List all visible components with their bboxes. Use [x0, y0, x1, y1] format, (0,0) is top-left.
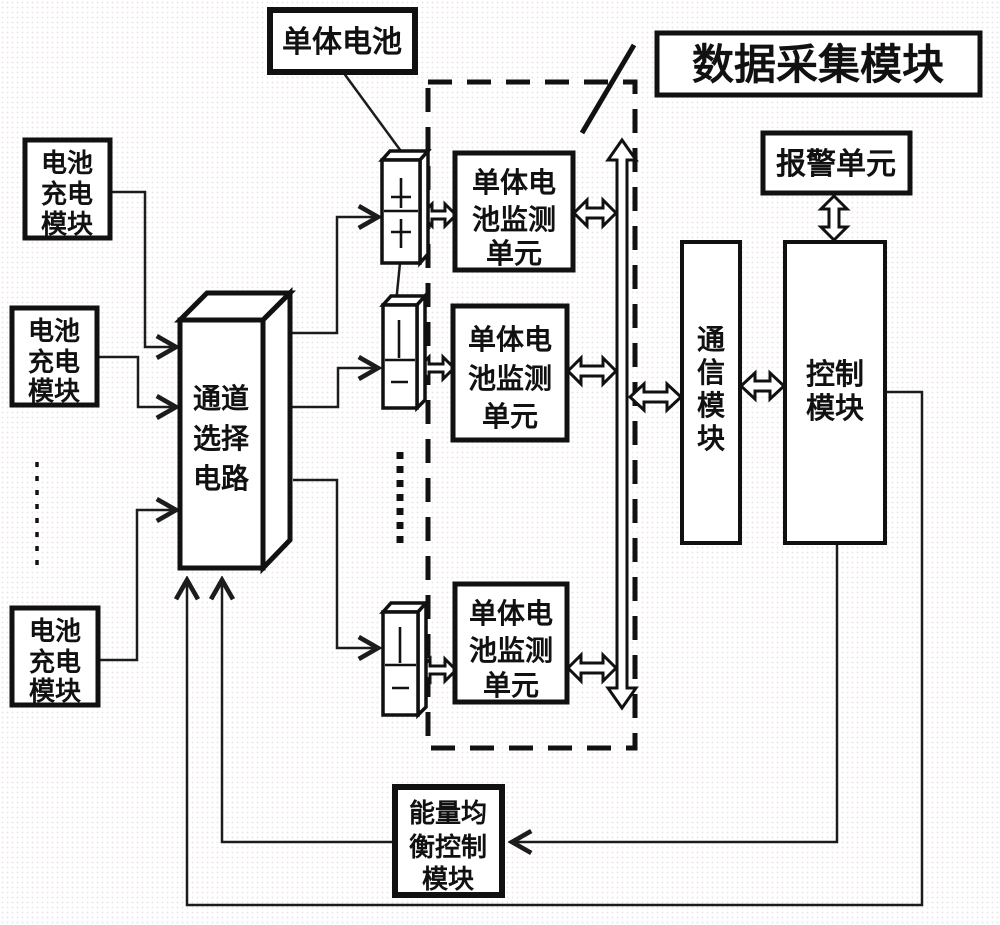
charger2-line2: 充电 — [28, 347, 80, 377]
cell-battery-label-text: 单体电池 — [282, 26, 402, 59]
monitor3-line1: 单体电 — [469, 598, 553, 629]
alarm-control-arrow — [817, 193, 851, 243]
control-module-box: 控制 模块 — [783, 240, 887, 545]
bus-comm-arrow — [627, 380, 684, 414]
battery-cell-1 — [378, 146, 432, 268]
charger2-to-selector-line — [97, 355, 176, 407]
charger3-line3: 模块 — [29, 676, 81, 706]
control-line1: 控制 — [806, 358, 864, 391]
monitor1-line3: 单元 — [486, 238, 542, 269]
channel-select-line3: 电路 — [193, 463, 250, 494]
comm-control-arrow — [738, 369, 787, 403]
energy-balance-to-selector-line — [222, 580, 395, 844]
charger1-line3: 模块 — [41, 209, 93, 239]
energy-line2: 衡控制 — [409, 832, 487, 862]
cell-monitor-unit-1: 单体电 池监测 单元 — [452, 150, 576, 273]
battery-charger-module-2: 电池 充电 模块 — [9, 305, 100, 408]
charger2-line3: 模块 — [28, 376, 80, 406]
channel-select-line2: 选择 — [193, 423, 250, 454]
cell-monitor-unit-3: 单体电 池监测 单元 — [452, 581, 570, 705]
measurement-bus-arrow — [605, 137, 639, 711]
monitor2-line2: 池监测 — [468, 363, 552, 394]
data-acquisition-dashed-boundary — [425, 79, 638, 751]
control-line2: 模块 — [806, 392, 864, 425]
battery-charger-module-3: 电池 充电 模块 — [9, 605, 101, 708]
comm-char2: 信 — [697, 357, 725, 388]
charger3-to-selector-line — [98, 510, 176, 662]
charger1-line2: 充电 — [41, 179, 93, 209]
comm-char3: 模 — [697, 390, 726, 421]
cell-monitor-unit-2: 单体电 池监测 单元 — [450, 303, 570, 443]
battery-charger-module-1: 电池 充电 模块 — [22, 137, 113, 241]
charger1-to-selector-line — [110, 190, 176, 347]
charger2-line1: 电池 — [28, 316, 80, 346]
monitor2-bus-arrow — [565, 354, 619, 388]
monitor3-line2: 池监测 — [469, 635, 553, 666]
selector-to-battery3-line — [293, 478, 378, 648]
comm-char1: 通 — [697, 324, 725, 355]
battery-cell-3 — [379, 598, 430, 720]
monitor1-line1: 单体电 — [472, 167, 556, 198]
monitor3-bus-arrow — [565, 651, 619, 685]
channel-selection-circuit-box: 通道 选择 电路 — [173, 286, 297, 575]
cell-battery-label-box: 单体电池 — [267, 7, 418, 75]
bus-break-slash — [579, 43, 637, 135]
communication-module-box: 通 信 模 块 — [680, 240, 742, 545]
selector-to-battery2-line — [291, 368, 378, 409]
monitor2-line3: 单元 — [482, 401, 538, 432]
selector-to-battery1-line — [291, 217, 378, 335]
control-to-energy-balance-line — [512, 543, 839, 842]
control-to-selector-feedback-line — [187, 390, 924, 907]
charger1-line1: 电池 — [41, 148, 93, 178]
energy-balance-module-box: 能量均 衡控制 模块 — [392, 784, 505, 898]
data-acquisition-title-box: 数据采集模块 — [654, 30, 983, 98]
charger3-line1: 电池 — [29, 616, 81, 646]
monitor1-bus-arrow — [571, 196, 619, 230]
energy-line3: 模块 — [422, 864, 474, 894]
alarm-unit-text: 报警单元 — [776, 147, 896, 181]
charger3-line2: 充电 — [29, 647, 81, 677]
monitor3-line3: 单元 — [483, 670, 539, 701]
comm-char4: 块 — [697, 423, 725, 454]
channel-select-line1: 通道 — [193, 382, 249, 414]
energy-line1: 能量均 — [409, 798, 487, 828]
monitor1-line2: 池监测 — [472, 204, 556, 235]
cell-label-pointer-line — [341, 71, 408, 159]
monitor2-line1: 单体电 — [468, 324, 552, 355]
alarm-unit-box: 报警单元 — [760, 130, 913, 196]
battery-cell-2 — [379, 291, 429, 413]
data-acquisition-title-text: 数据采集模块 — [692, 41, 944, 88]
